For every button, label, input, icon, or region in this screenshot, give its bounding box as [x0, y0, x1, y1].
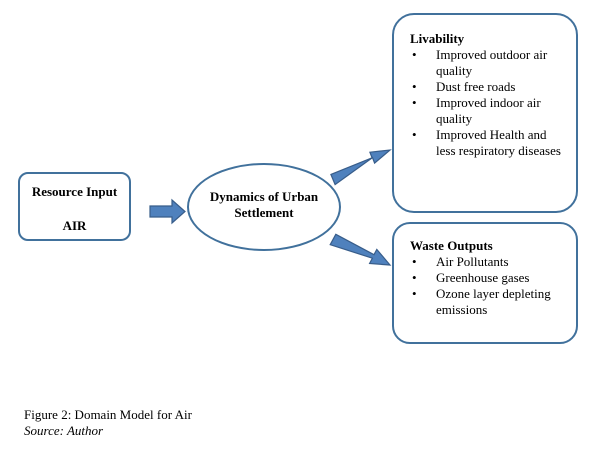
bullet-icon: • [412, 286, 417, 301]
list-item-text: Improved indoor air quality [436, 95, 541, 126]
waste-outputs-box: Waste Outputs • Air Pollutants • Greenhous… [392, 222, 578, 344]
list-item-text: Air Pollutants [436, 254, 509, 269]
waste-outputs-list: • Air Pollutants • Greenhouse gases • Ozone… [410, 254, 566, 318]
list-item: • Improved indoor air quality [410, 95, 566, 127]
resource-input-box: Resource Input AIR [18, 172, 131, 241]
list-item: • Greenhouse gases [410, 270, 566, 286]
list-item: • Ozone layer depleting emissions [410, 286, 566, 318]
list-item: • Dust free roads [410, 79, 566, 95]
list-item-text: Greenhouse gases [436, 270, 530, 285]
livability-box: Livability • Improved outdoor air quality… [392, 13, 578, 213]
bullet-icon: • [412, 79, 417, 94]
list-item: • Improved Health and less respiratory di… [410, 127, 566, 159]
bullet-icon: • [412, 254, 417, 269]
list-item: • Improved outdoor air quality [410, 47, 566, 79]
urban-settlement-node: Dynamics of Urban Settlement [187, 163, 341, 251]
bullet-icon: • [412, 127, 417, 142]
arrow-input-to-center [149, 198, 186, 225]
figure-title: Figure 2: Domain Model for Air [24, 407, 192, 422]
figure-caption: Figure 2: Domain Model for Air Source: A… [24, 407, 192, 439]
arrow-center-to-waste [329, 233, 392, 266]
arrow-center-to-livability [330, 149, 392, 186]
urban-settlement-label: Dynamics of Urban Settlement [209, 189, 319, 220]
list-item-text: Improved outdoor air quality [436, 47, 548, 78]
list-item-text: Ozone layer depleting emissions [436, 286, 551, 317]
livability-list: • Improved outdoor air quality • Dust free… [410, 47, 566, 159]
figure-source: Source: Author [24, 423, 104, 438]
list-item-text: Improved Health and less respiratory dis… [436, 127, 561, 158]
list-item: • Air Pollutants [410, 254, 566, 270]
bullet-icon: • [412, 270, 417, 285]
bullet-icon: • [412, 95, 417, 110]
resource-input-title: Resource Input [31, 184, 118, 199]
list-item-text: Dust free roads [436, 79, 516, 94]
livability-title: Livability [410, 31, 465, 46]
waste-outputs-title: Waste Outputs [410, 238, 493, 253]
resource-input-value: AIR [62, 218, 87, 233]
bullet-icon: • [412, 47, 417, 62]
